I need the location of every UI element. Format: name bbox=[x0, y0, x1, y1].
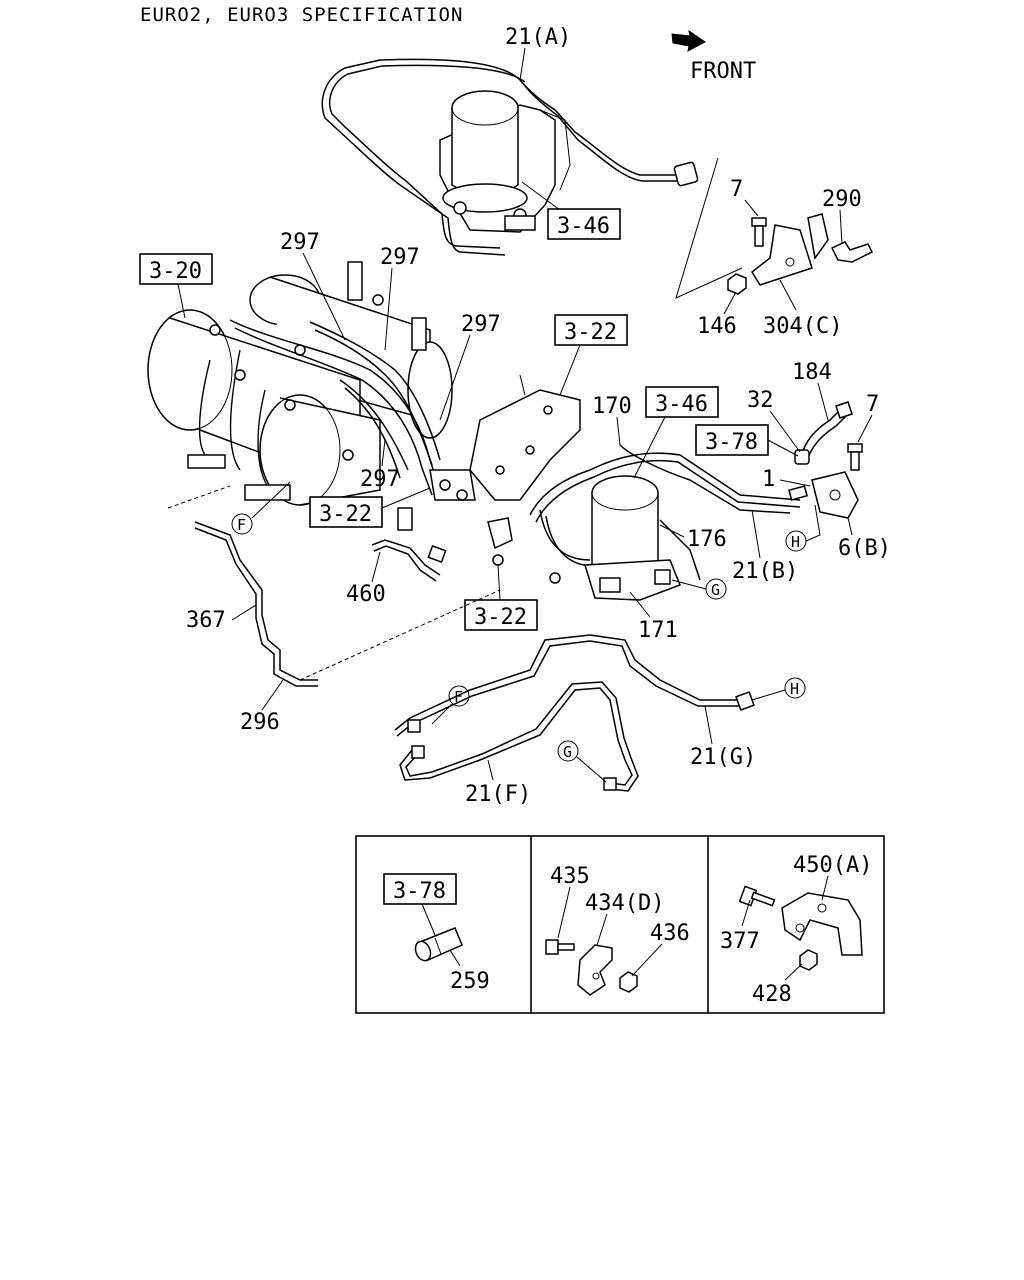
callout-21a: 21(A) bbox=[505, 25, 571, 50]
callout-297-d: 297 bbox=[360, 467, 400, 492]
svg-text:F: F bbox=[454, 688, 463, 706]
pipe-460 bbox=[371, 507, 447, 582]
callout-6b: 6(B) bbox=[838, 536, 891, 561]
detail-panel bbox=[355, 835, 885, 1014]
ref-box-3-22-bottom[interactable]: 3-22 bbox=[464, 599, 538, 631]
svg-text:3-22: 3-22 bbox=[319, 502, 372, 527]
ref-box-3-22-top[interactable]: 3-22 bbox=[554, 314, 628, 346]
nut-428 bbox=[799, 949, 818, 971]
bolt-435 bbox=[545, 939, 575, 955]
callout-7-right: 7 bbox=[866, 392, 879, 417]
callout-176: 176 bbox=[687, 527, 727, 552]
callout-290: 290 bbox=[822, 187, 862, 212]
ref-box-3-78-detail[interactable]: 3-78 bbox=[383, 873, 457, 905]
nut-436 bbox=[619, 971, 638, 993]
pipe-21f bbox=[399, 681, 639, 792]
callout-304c: 304(C) bbox=[763, 314, 842, 339]
svg-text:3-22: 3-22 bbox=[564, 320, 617, 345]
callout-146: 146 bbox=[697, 314, 737, 339]
connector-h-lower[interactable]: H bbox=[784, 677, 806, 699]
svg-text:3-46: 3-46 bbox=[655, 392, 708, 417]
callout-1: 1 bbox=[762, 467, 775, 492]
svg-text:F: F bbox=[237, 516, 246, 534]
connector-h-upper[interactable]: H bbox=[785, 530, 807, 552]
ref-box-3-78-right[interactable]: 3-78 bbox=[695, 424, 769, 456]
callout-435: 435 bbox=[550, 864, 590, 889]
svg-text:3-46: 3-46 bbox=[557, 214, 610, 239]
callout-21f: 21(F) bbox=[465, 782, 531, 807]
svg-text:3-78: 3-78 bbox=[705, 430, 758, 455]
svg-text:3-22: 3-22 bbox=[474, 605, 527, 630]
ref-box-3-46-right[interactable]: 3-46 bbox=[645, 386, 719, 418]
callout-170: 170 bbox=[592, 394, 632, 419]
callout-450a: 450(A) bbox=[793, 853, 872, 878]
pipe-367-296 bbox=[194, 521, 318, 687]
callout-171: 171 bbox=[638, 618, 678, 643]
front-label: FRONT bbox=[690, 59, 756, 84]
nut-146 bbox=[727, 273, 747, 295]
bracket-304c bbox=[751, 213, 829, 286]
callout-297-c: 297 bbox=[461, 312, 501, 337]
connector-f-upper[interactable]: F bbox=[231, 513, 253, 535]
svg-text:G: G bbox=[711, 581, 720, 599]
callout-367: 367 bbox=[186, 608, 226, 633]
callout-296: 296 bbox=[240, 710, 280, 735]
ref-box-3-22-left[interactable]: 3-22 bbox=[309, 496, 383, 528]
callout-434d: 434(D) bbox=[585, 891, 664, 916]
bolt-377 bbox=[738, 885, 776, 907]
svg-text:3-20: 3-20 bbox=[149, 259, 202, 284]
frame-bracket bbox=[429, 374, 581, 501]
sleeve-259 bbox=[414, 927, 463, 962]
clip-434d bbox=[577, 944, 613, 996]
ref-box-3-20[interactable]: 3-20 bbox=[139, 253, 213, 285]
svg-text:3-78: 3-78 bbox=[393, 879, 446, 904]
pipes-297 bbox=[229, 319, 441, 496]
callout-7-top: 7 bbox=[730, 177, 743, 202]
pipe-21g bbox=[394, 634, 755, 737]
fitting-290 bbox=[830, 241, 874, 263]
callout-21b: 21(B) bbox=[732, 559, 798, 584]
svg-text:G: G bbox=[563, 743, 572, 761]
callout-297-a: 297 bbox=[280, 230, 320, 255]
connector-g-upper[interactable]: G bbox=[705, 578, 727, 600]
bracket-450a bbox=[781, 892, 863, 956]
callout-184: 184 bbox=[792, 360, 832, 385]
connector-g-lower[interactable]: G bbox=[557, 740, 579, 762]
bolt-7-top bbox=[751, 217, 767, 247]
valve-6b bbox=[788, 401, 863, 519]
callout-297-b: 297 bbox=[380, 245, 420, 270]
connector-f-lower[interactable]: F bbox=[448, 685, 470, 707]
callout-436: 436 bbox=[650, 921, 690, 946]
ref-box-3-46-top[interactable]: 3-46 bbox=[547, 208, 621, 240]
callout-377: 377 bbox=[720, 929, 760, 954]
callout-428: 428 bbox=[752, 982, 792, 1007]
spec-title: EURO2, EURO3 SPECIFICATION bbox=[140, 4, 463, 26]
callout-21g: 21(G) bbox=[690, 745, 756, 770]
callout-259: 259 bbox=[450, 969, 490, 994]
callout-32: 32 bbox=[747, 388, 774, 413]
air-dryer-right bbox=[529, 444, 801, 601]
svg-text:H: H bbox=[790, 680, 799, 698]
front-arrow-icon bbox=[671, 29, 706, 52]
small-valve bbox=[487, 517, 513, 566]
air-dryer-top bbox=[321, 58, 699, 256]
callout-460: 460 bbox=[346, 582, 386, 607]
svg-text:H: H bbox=[791, 533, 800, 551]
